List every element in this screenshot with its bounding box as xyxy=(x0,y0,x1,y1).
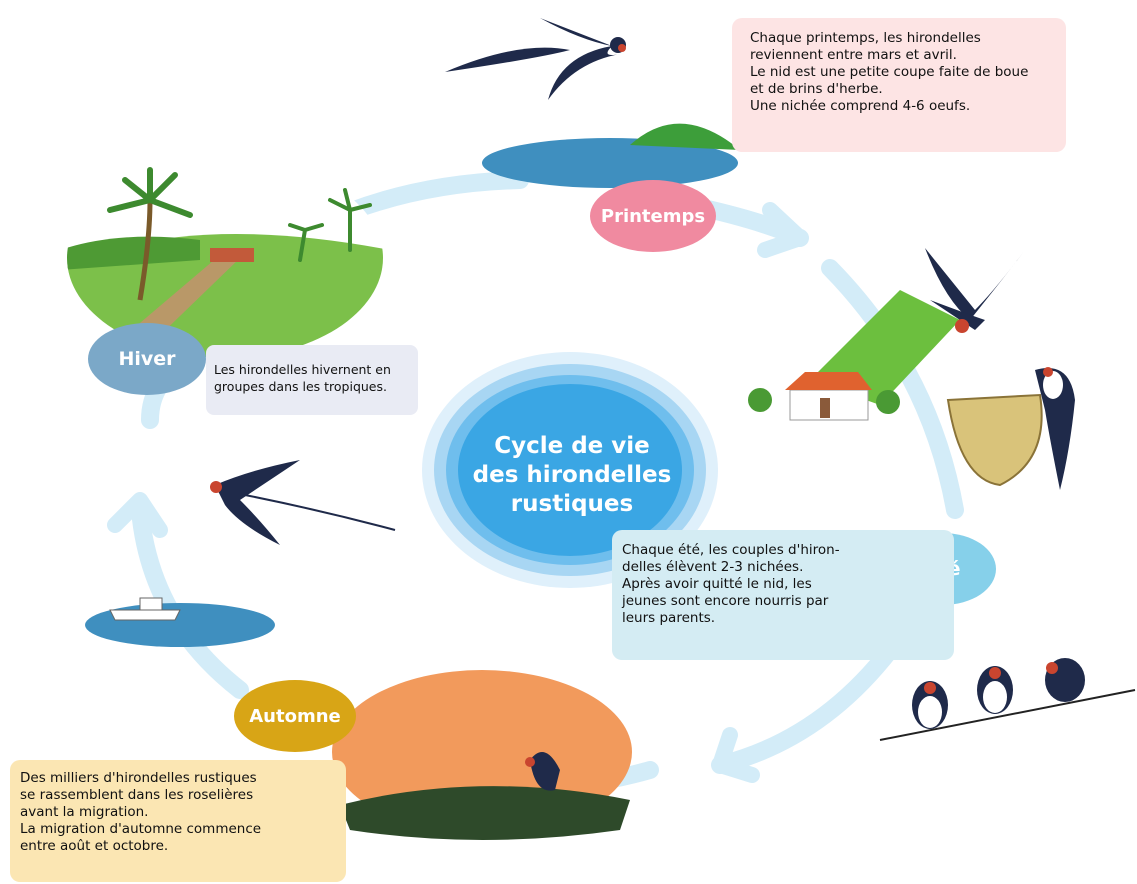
autumn-description: Des milliers d'hirondelles rustiques se … xyxy=(10,760,346,882)
nest-icon xyxy=(946,367,1075,490)
winter-badge: Hiver xyxy=(88,323,206,395)
farm-house-icon xyxy=(748,290,960,421)
tropical-landscape-icon xyxy=(67,158,383,358)
reed-bed-icon xyxy=(332,670,632,840)
swallow-icon xyxy=(925,248,1025,333)
swallows-on-wire-icon xyxy=(879,658,1136,741)
winter-description: Les hirondelles hivernent en groupes dan… xyxy=(206,345,418,415)
diagram-title: Cycle de vie des hirondelles rustiques xyxy=(472,432,672,517)
summer-description: Chaque été, les couples d'hiron- delles … xyxy=(612,530,954,660)
swallow-icon xyxy=(210,460,396,545)
autumn-badge: Automne xyxy=(234,680,356,752)
island-icon xyxy=(482,123,740,188)
winter-label: Hiver xyxy=(118,348,176,370)
autumn-label: Automne xyxy=(249,705,341,727)
spring-description: Chaque printemps, les hirondelles revien… xyxy=(732,18,1066,152)
spring-badge: Printemps xyxy=(590,180,716,252)
boat-icon xyxy=(85,597,275,647)
swallow-icon xyxy=(445,18,626,100)
center-circle xyxy=(422,352,718,588)
spring-label: Printemps xyxy=(600,205,706,227)
arrow-heads xyxy=(107,202,808,783)
